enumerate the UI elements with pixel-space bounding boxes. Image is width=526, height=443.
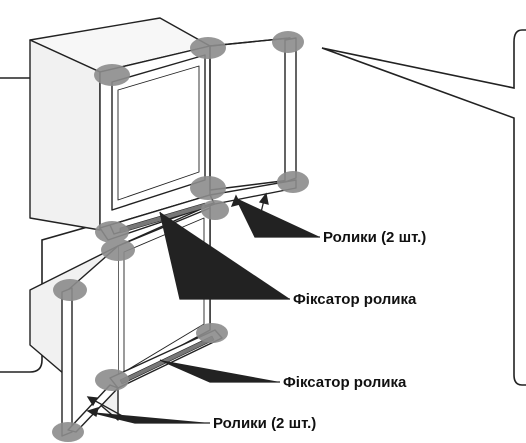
hinge-marker — [95, 369, 129, 391]
hinge-marker — [190, 176, 226, 200]
hinge-marker — [277, 171, 309, 193]
right-callout-bubble — [321, 29, 526, 386]
label-rollers-top: Ролики (2 шт.) — [323, 229, 426, 246]
hinge-marker — [94, 64, 130, 86]
hinge-marker — [52, 422, 84, 442]
hinge-marker — [95, 221, 129, 243]
hinge-marker — [53, 279, 87, 301]
label-roller-lock-lower: Фіксатор ролика — [283, 374, 407, 391]
hinge-marker — [272, 31, 304, 53]
leader-lines — [86, 192, 320, 424]
hinge-marker — [190, 37, 226, 59]
hinge-markers — [52, 31, 309, 442]
label-roller-lock-upper: Фіксатор ролика — [293, 291, 417, 308]
hinge-marker — [201, 200, 229, 220]
hinge-marker — [196, 323, 228, 343]
label-rollers-bottom: Ролики (2 шт.) — [213, 415, 316, 432]
hinge-marker — [101, 239, 135, 261]
